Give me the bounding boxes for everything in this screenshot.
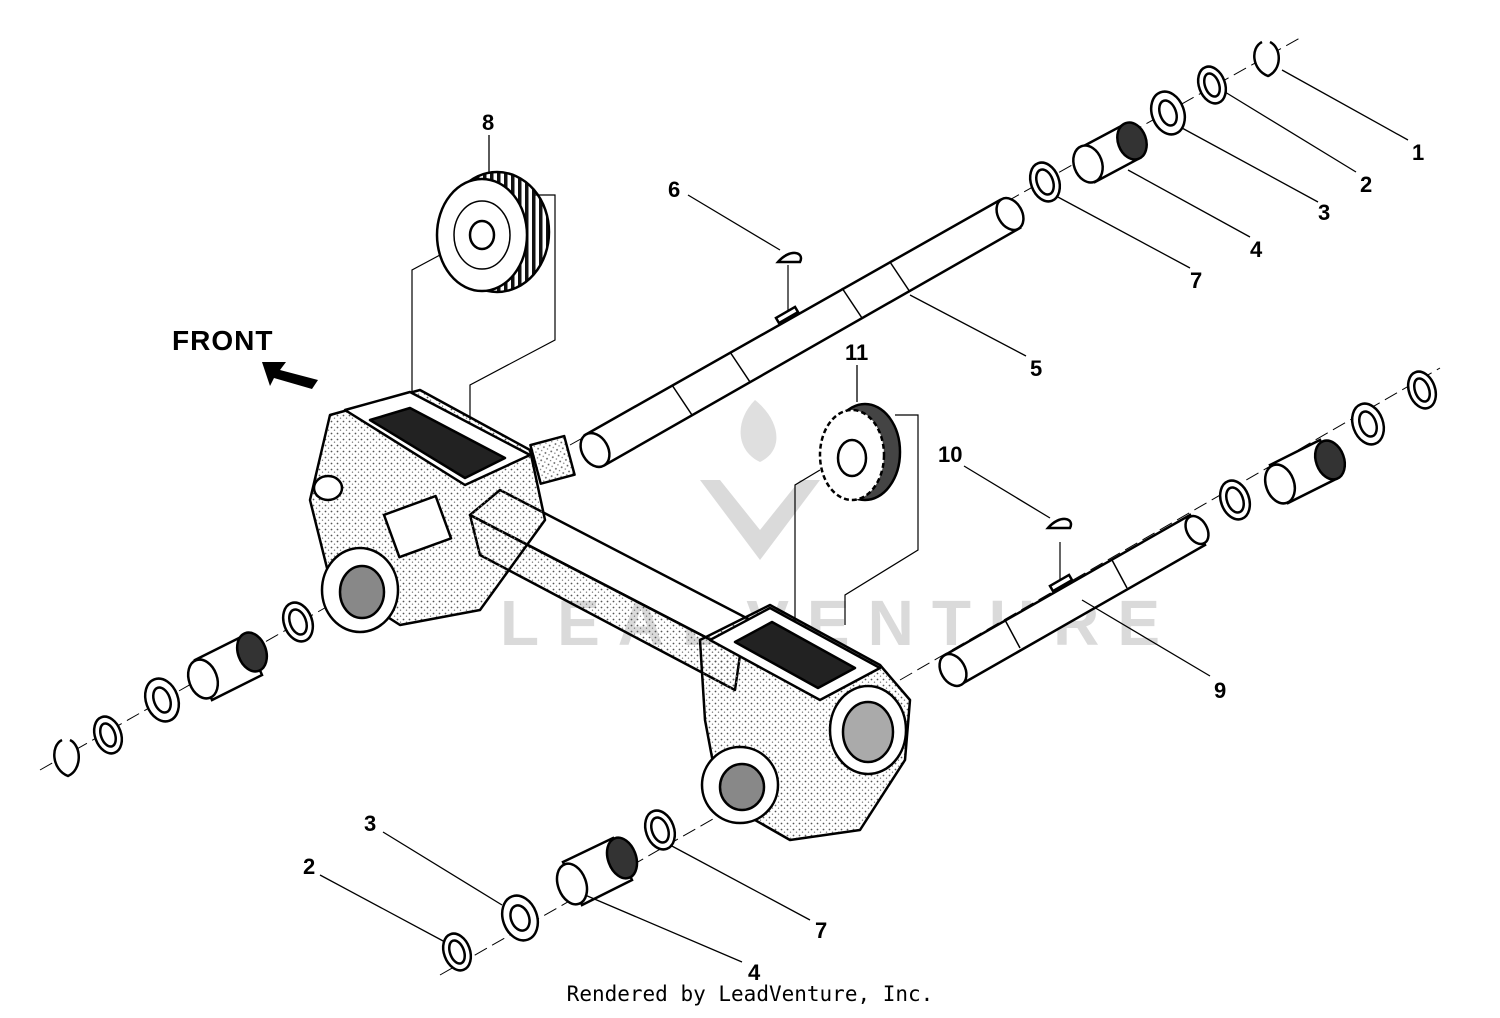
callout-3-lower: 3 xyxy=(364,811,376,836)
callout-1: 1 xyxy=(1412,140,1424,165)
lower-stack xyxy=(441,809,677,972)
front-label: FRONT xyxy=(172,325,273,356)
callout-11: 11 xyxy=(845,340,868,365)
credit-line: Rendered by LeadVenture, Inc. xyxy=(566,982,934,1006)
callout-2-lower: 2 xyxy=(303,854,315,879)
transmission-housing xyxy=(308,388,912,842)
callout-5: 5 xyxy=(1030,356,1042,381)
axle-shaft-5 xyxy=(579,196,1025,469)
callout-leaders xyxy=(319,69,1409,963)
callout-2: 2 xyxy=(1360,172,1372,197)
axle-shaft-9 xyxy=(938,513,1210,688)
callout-4: 4 xyxy=(1250,237,1263,262)
left-stack xyxy=(53,601,315,778)
woodruff-key-6 xyxy=(775,251,803,264)
callout-3: 3 xyxy=(1318,200,1330,225)
callout-4-lower: 4 xyxy=(748,960,761,985)
callout-6: 6 xyxy=(668,177,680,202)
callout-8: 8 xyxy=(482,110,494,135)
callout-9: 9 xyxy=(1214,678,1226,703)
gear-11 xyxy=(818,402,902,502)
callout-7-lower: 7 xyxy=(815,918,827,943)
callout-numbers: 1 2 3 4 7 6 5 8 11 10 9 3 2 7 4 xyxy=(303,110,1424,985)
woodruff-key-10 xyxy=(1045,517,1073,530)
lower-right-stack xyxy=(1218,370,1438,521)
front-arrow xyxy=(262,362,318,389)
upper-right-stack xyxy=(1028,40,1280,203)
gear-8 xyxy=(435,170,551,294)
callout-7: 7 xyxy=(1190,268,1202,293)
alignment-lines xyxy=(411,194,1061,655)
callout-10: 10 xyxy=(938,442,962,467)
